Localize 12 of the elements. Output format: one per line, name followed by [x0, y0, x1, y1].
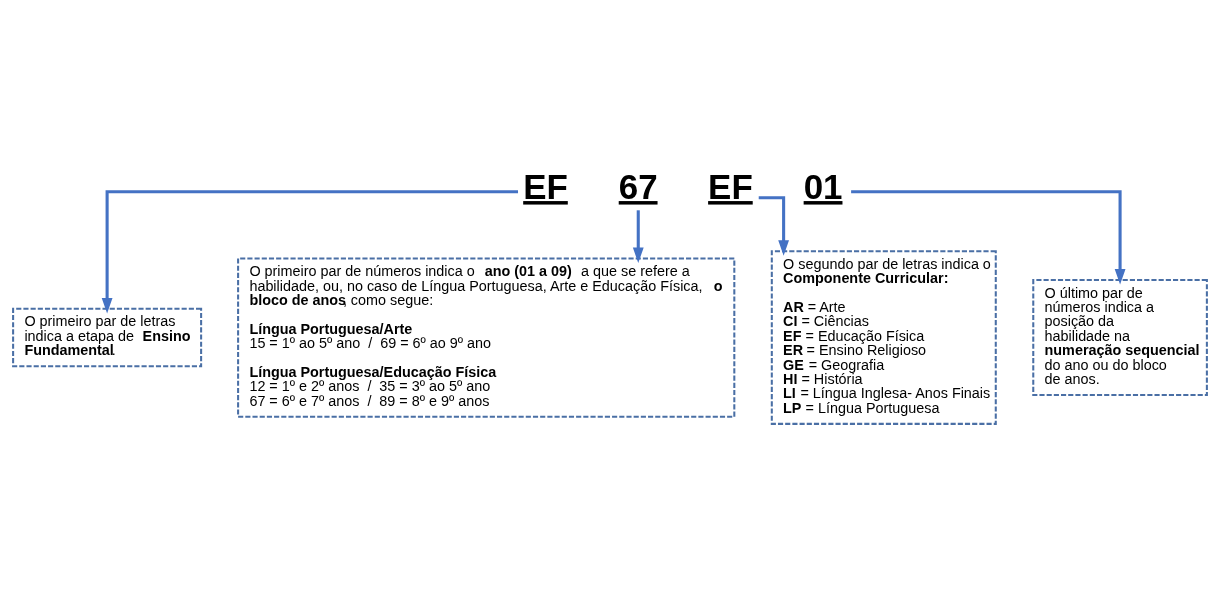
- node-box: O último par de números indica a posição da habilidade na numeração sequencial do ano ou do bloco de anos.: [1031, 279, 1208, 397]
- arrow: [850, 190, 1125, 285]
- node-text: EF: [707, 167, 753, 207]
- node-box: O primeiro par de números indica o ano (01 a 09) a que se refere a habilidade, ou, no caso de Língua Portuguesa, Arte e Educação Física, o bloco de anos, como segue: Língua Portuguesa/Arte 15 = 1º ao 5º ano / 69 = 6º ao 9º ano Língua Portuguesa/Educação Física 12 = 1º e 2º anos / 35 = 3º ao 5º ano 67 = 6º e 7º anos / 89 = 8º e 9º anos: [236, 257, 735, 418]
- node-text: EF: [522, 167, 568, 207]
- node-box: O primeiro par de letras indica a etapa de Ensino Fundamental.: [11, 307, 202, 368]
- arrow: [758, 196, 789, 256]
- arrow: [632, 210, 644, 264]
- node-text: 01: [803, 167, 842, 207]
- arrow: [101, 190, 518, 314]
- node-box: O segundo par de letras indica o Componente Curricular: AR = Arte CI = Ciências EF = Educação Física ER = Ensino Religioso GE = Geografia HI = História LI = Língua Inglesa- Anos Finais LP = Língua Portuguesa: [770, 250, 997, 425]
- node-text: 67: [618, 167, 658, 207]
